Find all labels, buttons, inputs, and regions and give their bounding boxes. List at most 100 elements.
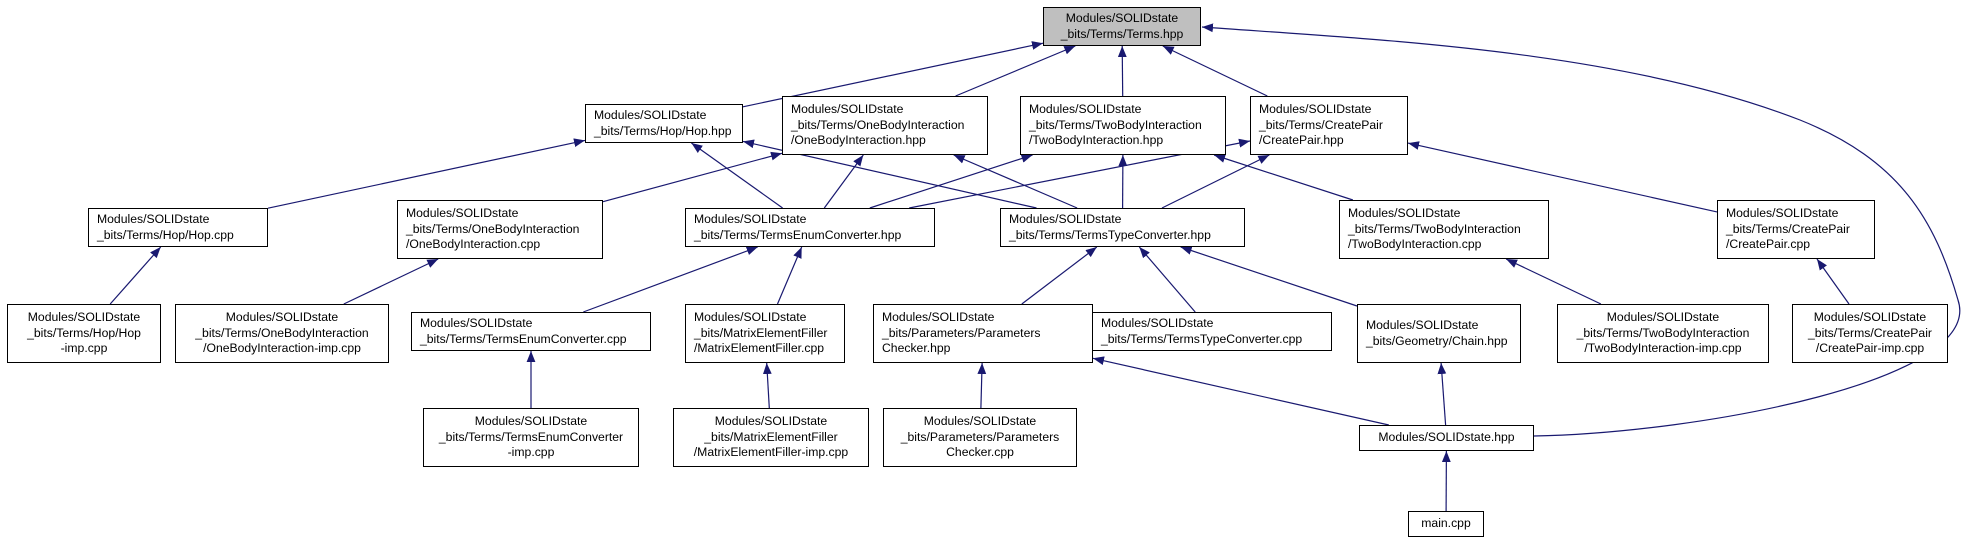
node-label-line: Modules/SOLIDstate: [1726, 206, 1839, 221]
node-label-line: Modules/SOLIDstate: [694, 212, 807, 226]
node-createpair-cpp[interactable]: Modules/SOLIDstate_bits/Terms/CreatePair…: [1717, 200, 1875, 259]
node-label-line: _bits/Terms/OneBodyInteraction: [195, 325, 369, 340]
node-label-line: _bits/MatrixElementFiller: [704, 429, 838, 444]
node-label-line: _bits/Terms/TwoBodyInteraction: [1348, 221, 1521, 236]
node-onebody-hpp[interactable]: Modules/SOLIDstate_bits/Terms/OneBodyInt…: [782, 96, 988, 155]
node-label-line: Checker.cpp: [946, 445, 1014, 460]
node-label-line: /CreatePair.hpp: [1259, 133, 1344, 148]
node-label-line: /OneBodyInteraction.hpp: [791, 133, 926, 148]
node-label-line: _bits/Terms/OneBodyInteraction: [791, 117, 965, 132]
node-label-line: Modules/SOLIDstate: [225, 310, 339, 325]
node-label-line: Modules/SOLIDstate: [1813, 310, 1927, 325]
node-label-line: _bits/Parameters/Parameters: [900, 429, 1060, 444]
edge-hop-imp-cpp-to-hop-cpp: [109, 246, 162, 305]
edge-enumconv-hpp-to-onebody-hpp: [823, 154, 864, 209]
node-label-line: Modules/SOLIDstate: [97, 212, 210, 226]
node-label-line: Modules/SOLIDstate: [1259, 102, 1372, 117]
node-twobody-cpp[interactable]: Modules/SOLIDstate_bits/Terms/TwoBodyInt…: [1339, 200, 1549, 259]
edge-onebody-hpp-to-terms-hpp: [955, 45, 1076, 97]
node-label-line: /CreatePair-imp.cpp: [1815, 341, 1925, 356]
node-label-line: _bits/Terms/TermsEnumConverter.hpp: [694, 227, 902, 242]
node-label-line: Modules/SOLIDstate: [1101, 316, 1214, 330]
node-label-line: Checker.hpp: [882, 341, 951, 356]
edge-solidstate-hpp-to-chain-hpp: [1437, 362, 1447, 426]
node-label-line: Modules/SOLIDstate: [1606, 310, 1720, 325]
node-label-line: /CreatePair.cpp: [1726, 237, 1811, 252]
edge-createpair-cpp-to-createpair-hpp: [1407, 141, 1718, 213]
node-label-line: Modules/SOLIDstate: [882, 310, 995, 325]
node-label-line: Modules/SOLIDstate: [406, 206, 519, 221]
node-label-line: Modules/SOLIDstate: [27, 310, 141, 325]
node-chain-hpp[interactable]: Modules/SOLIDstate_bits/Geometry/Chain.h…: [1357, 304, 1521, 363]
node-label-line: -imp.cpp: [60, 341, 108, 356]
node-label-line: _bits/Terms/CreatePair: [1808, 325, 1932, 340]
node-onebody-cpp[interactable]: Modules/SOLIDstate_bits/Terms/OneBodyInt…: [397, 200, 603, 259]
node-hop-imp-cpp[interactable]: Modules/SOLIDstate_bits/Terms/Hop/Hop-im…: [7, 304, 161, 363]
node-label-line: -imp.cpp: [507, 445, 555, 460]
node-label-line: /MatrixElementFiller-imp.cpp: [693, 445, 849, 460]
node-createpair-hpp[interactable]: Modules/SOLIDstate_bits/Terms/CreatePair…: [1250, 96, 1408, 155]
edge-enumconv-cpp-to-enumconv-hpp: [583, 246, 758, 313]
node-twobody-hpp[interactable]: Modules/SOLIDstate_bits/Terms/TwoBodyInt…: [1020, 96, 1226, 155]
node-label-line: _bits/Terms/TermsTypeConverter.hpp: [1009, 227, 1211, 242]
edge-solidstate-hpp-to-paramchecker-hpp: [1092, 356, 1389, 426]
node-label-line: /OneBodyInteraction.cpp: [406, 237, 541, 252]
node-label-line: Modules/SOLIDstate: [1348, 206, 1461, 221]
node-label-line: Modules/SOLIDstate: [694, 310, 807, 325]
edge-twobody-imp-cpp-to-twobody-cpp: [1505, 258, 1602, 305]
node-twobody-imp-cpp[interactable]: Modules/SOLIDstate_bits/Terms/TwoBodyInt…: [1557, 304, 1769, 363]
edge-createpair-imp-cpp-to-createpair-cpp: [1816, 258, 1850, 305]
node-label-line: Modules/SOLIDstate: [474, 414, 588, 429]
node-hop-hpp[interactable]: Modules/SOLIDstate_bits/Terms/Hop/Hop.hp…: [585, 104, 743, 143]
node-paramchecker-hpp[interactable]: Modules/SOLIDstate_bits/Parameters/Param…: [873, 304, 1093, 363]
node-label-line: main.cpp: [1421, 516, 1471, 531]
node-enumconv-hpp[interactable]: Modules/SOLIDstate_bits/Terms/TermsEnumC…: [685, 208, 935, 247]
node-enumconv-cpp[interactable]: Modules/SOLIDstate_bits/Terms/TermsEnumC…: [411, 312, 651, 351]
edge-typeconv-hpp-to-createpair-hpp: [1161, 154, 1270, 209]
node-label-line: _bits/Terms/CreatePair: [1726, 221, 1850, 236]
edge-twobody-cpp-to-twobody-hpp: [1213, 154, 1354, 201]
node-main-cpp[interactable]: main.cpp: [1408, 511, 1484, 537]
edge-twobody-hpp-to-terms-hpp: [1117, 45, 1127, 97]
edge-hop-cpp-to-hop-hpp: [267, 138, 586, 209]
node-mef-imp-cpp[interactable]: Modules/SOLIDstate_bits/MatrixElementFil…: [673, 408, 869, 467]
edge-typeconv-cpp-to-typeconv-hpp: [1138, 246, 1196, 313]
node-label-line: _bits/Terms/OneBodyInteraction: [406, 221, 580, 236]
node-label-line: Modules/SOLIDstate.hpp: [1378, 430, 1515, 445]
node-label-line: _bits/Terms/TwoBodyInteraction: [1029, 117, 1202, 132]
node-label-line: /TwoBodyInteraction.cpp: [1348, 237, 1482, 252]
node-label-line: _bits/MatrixElementFiller: [694, 325, 828, 340]
node-createpair-imp-cpp[interactable]: Modules/SOLIDstate_bits/Terms/CreatePair…: [1792, 304, 1948, 363]
node-typeconv-cpp[interactable]: Modules/SOLIDstate_bits/Terms/TermsTypeC…: [1092, 312, 1332, 351]
node-terms-hpp: Modules/SOLIDstate_bits/Terms/Terms.hpp: [1043, 7, 1201, 46]
edge-mef-imp-cpp-to-mef-cpp: [762, 362, 772, 409]
node-label-line: Modules/SOLIDstate: [923, 414, 1037, 429]
node-label-line: Modules/SOLIDstate: [1366, 318, 1479, 332]
edge-paramchecker-cpp-to-paramchecker-hpp: [977, 362, 987, 409]
node-label-line: Modules/SOLIDstate: [1029, 102, 1142, 117]
node-onebody-imp-cpp[interactable]: Modules/SOLIDstate_bits/Terms/OneBodyInt…: [175, 304, 389, 363]
node-paramchecker-cpp[interactable]: Modules/SOLIDstate_bits/Parameters/Param…: [883, 408, 1077, 467]
node-label-line: Modules/SOLIDstate: [1009, 212, 1122, 226]
node-typeconv-hpp[interactable]: Modules/SOLIDstate_bits/Terms/TermsTypeC…: [1000, 208, 1245, 247]
node-label-line: _bits/Terms/TermsEnumConverter: [438, 429, 624, 444]
node-label-line: Modules/SOLIDstate: [420, 316, 533, 330]
edge-createpair-hpp-to-terms-hpp: [1162, 45, 1268, 97]
node-mef-cpp[interactable]: Modules/SOLIDstate_bits/MatrixElementFil…: [685, 304, 845, 363]
edge-enumconv-hpp-to-hop-hpp: [691, 142, 783, 209]
node-label-line: Modules/SOLIDstate: [594, 108, 707, 122]
node-label-line: /TwoBodyInteraction-imp.cpp: [1584, 341, 1742, 356]
node-label-line: _bits/Terms/Hop/Hop.hpp: [594, 123, 732, 138]
node-label-line: _bits/Terms/CreatePair: [1259, 117, 1383, 132]
node-hop-cpp[interactable]: Modules/SOLIDstate_bits/Terms/Hop/Hop.cp…: [88, 208, 268, 247]
node-solidstate-hpp[interactable]: Modules/SOLIDstate.hpp: [1359, 425, 1534, 451]
node-label-line: _bits/Geometry/Chain.hpp: [1366, 333, 1508, 348]
node-label-line: Modules/SOLIDstate: [714, 414, 828, 429]
edge-chain-hpp-to-typeconv-hpp: [1180, 246, 1358, 307]
node-label-line: /MatrixElementFiller.cpp: [694, 341, 825, 356]
edge-typeconv-hpp-to-onebody-hpp: [953, 154, 1078, 209]
edge-solidstate-hpp-to-terms-hpp: [1201, 23, 1961, 437]
node-label-line: _bits/Terms/TermsEnumConverter.cpp: [420, 331, 627, 346]
node-enumconv-imp-cpp[interactable]: Modules/SOLIDstate_bits/Terms/TermsEnumC…: [423, 408, 639, 467]
